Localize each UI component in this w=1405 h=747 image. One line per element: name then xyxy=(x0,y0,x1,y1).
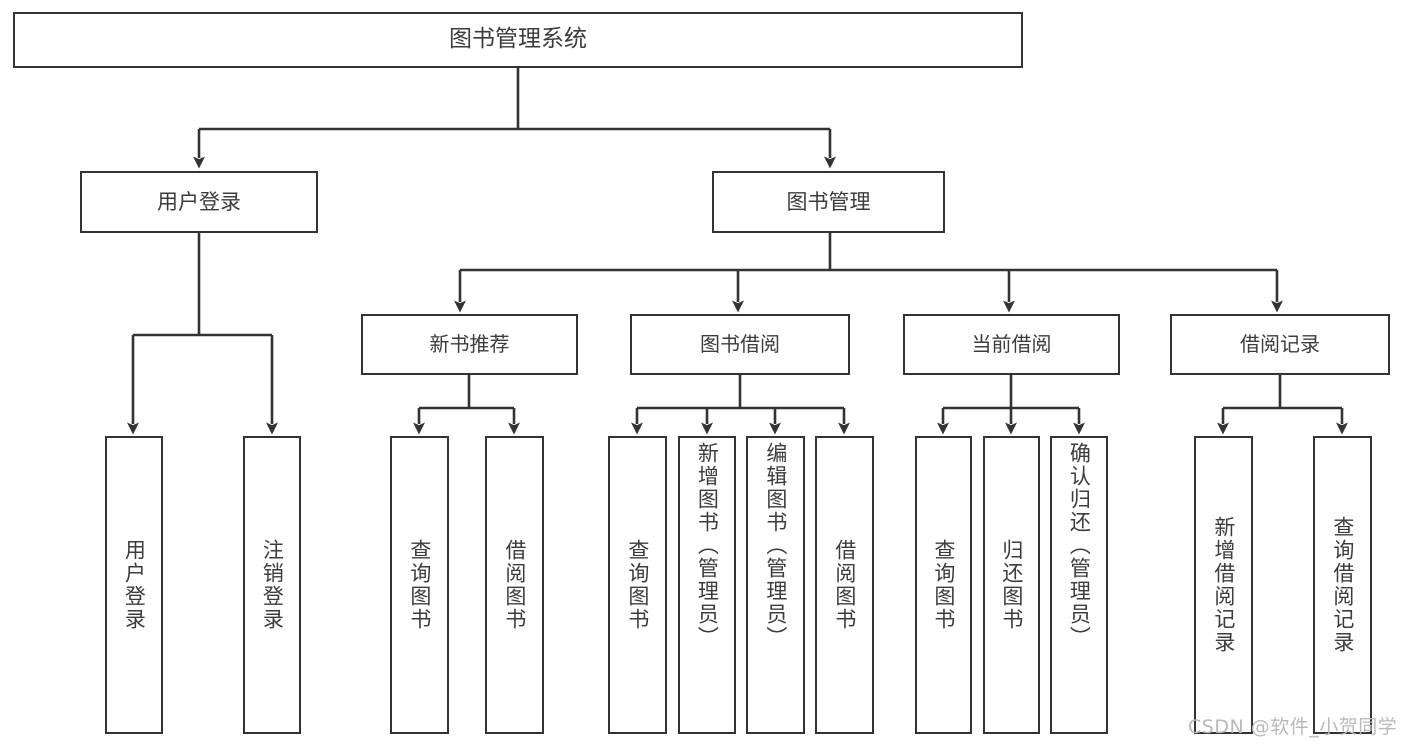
leaf-add-borrow-record[interactable]: 新增借阅记录 xyxy=(1194,436,1253,734)
leaf-user-login[interactable]: 用户登录 xyxy=(105,436,163,734)
node-label: 新书推荐 xyxy=(429,331,510,356)
leaf-query-books-current[interactable]: 查询图书 xyxy=(915,436,972,734)
node-root[interactable]: 图书管理系统 xyxy=(13,12,1023,68)
node-label: 图书管理 xyxy=(786,189,871,214)
node-label: 当前借阅 xyxy=(971,331,1052,356)
node-label: 借阅记录 xyxy=(1240,331,1320,356)
node-level2-borrow-records[interactable]: 借阅记录 xyxy=(1170,314,1390,375)
node-label: 图书借阅 xyxy=(700,331,780,356)
csdn-watermark: CSDN @软件_小贺同学 xyxy=(1188,716,1398,738)
node-label: 用户登录 xyxy=(157,189,241,214)
leaf-return-books[interactable]: 归还图书 xyxy=(983,436,1040,734)
leaf-query-borrow-record[interactable]: 查询借阅记录 xyxy=(1313,436,1372,734)
node-level1-user-login[interactable]: 用户登录 xyxy=(80,171,318,233)
leaf-query-books-borrowing[interactable]: 查询图书 xyxy=(608,436,667,734)
leaf-add-book-admin[interactable]: 新增图书（管理员） xyxy=(678,436,736,734)
node-level1-book-management[interactable]: 图书管理 xyxy=(712,171,945,233)
leaf-query-books-recommendation[interactable]: 查询图书 xyxy=(390,436,449,734)
leaf-confirm-return-admin[interactable]: 确认归还（管理员） xyxy=(1050,436,1108,734)
leaf-borrow-books[interactable]: 借阅图书 xyxy=(815,436,874,734)
leaf-borrow-books-recommendation[interactable]: 借阅图书 xyxy=(485,436,544,734)
node-label: 图书管理系统 xyxy=(449,26,587,53)
leaf-logout[interactable]: 注销登录 xyxy=(243,436,301,734)
node-level2-current-borrowing[interactable]: 当前借阅 xyxy=(903,314,1120,375)
node-level2-new-book-recommendation[interactable]: 新书推荐 xyxy=(361,314,578,375)
node-level2-book-borrowing[interactable]: 图书借阅 xyxy=(630,314,850,375)
leaf-edit-book-admin[interactable]: 编辑图书（管理员） xyxy=(746,436,805,734)
